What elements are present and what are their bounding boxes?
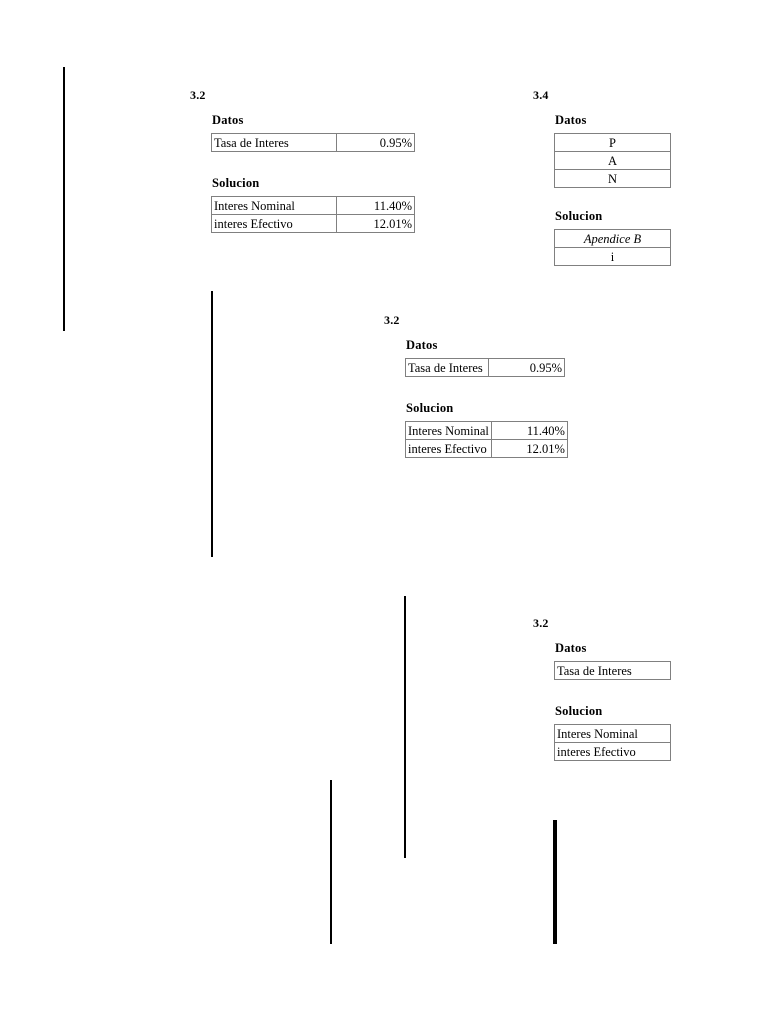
block-top-left: 3.2 Datos Tasa de Interes 0.95% Solucion… [190, 88, 415, 233]
cell-label[interactable]: interes Efectivo [554, 742, 671, 761]
datos-table[interactable]: Tasa de Interes 0.95% [211, 133, 415, 152]
block-bottom-right: 3.2 Datos Tasa de Interes Solucion Inter… [533, 616, 671, 761]
solucion-table[interactable]: Interes Nominal 11.40% interes Efectivo … [405, 421, 568, 458]
cell-label[interactable]: interes Efectivo [405, 439, 492, 458]
vertical-rule-2 [211, 291, 213, 557]
cell-label[interactable]: Interes Nominal [554, 724, 671, 743]
table-row[interactable]: Tasa de Interes [554, 661, 671, 680]
table-row[interactable]: Tasa de Interes 0.95% [211, 133, 415, 152]
cell-label[interactable]: Tasa de Interes [211, 133, 337, 152]
table-row[interactable]: A [554, 151, 671, 170]
table-row[interactable]: interes Efectivo 12.01% [405, 439, 568, 458]
table-row[interactable]: i [554, 247, 671, 266]
solucion-title: Solucion [555, 209, 603, 223]
table-row[interactable]: N [554, 169, 671, 188]
block-number: 3.4 [533, 88, 549, 102]
cell-label[interactable]: Tasa de Interes [405, 358, 489, 377]
cell-label[interactable]: Interes Nominal [211, 196, 337, 215]
datos-title: Datos [406, 338, 438, 352]
datos-table[interactable]: Tasa de Interes 0.95% [405, 358, 565, 377]
cell-label[interactable]: interes Efectivo [211, 214, 337, 233]
cell-value[interactable]: 11.40% [336, 196, 415, 215]
vertical-rule-1 [63, 67, 65, 331]
cell-label[interactable]: Tasa de Interes [554, 661, 671, 680]
solucion-table[interactable]: Interes Nominal 11.40% interes Efectivo … [211, 196, 415, 233]
vertical-rule-4 [330, 780, 332, 944]
table-row[interactable]: interes Efectivo 12.01% [211, 214, 415, 233]
datos-title: Datos [555, 113, 587, 127]
solucion-table[interactable]: Apendice B i [554, 229, 671, 266]
block-number: 3.2 [533, 616, 549, 630]
datos-table[interactable]: Tasa de Interes [554, 661, 671, 680]
cell-label[interactable]: i [554, 247, 671, 266]
block-middle: 3.2 Datos Tasa de Interes 0.95% Solucion… [384, 313, 568, 458]
cell-value[interactable]: 12.01% [336, 214, 415, 233]
cell-label[interactable]: A [554, 151, 671, 170]
table-row[interactable]: Interes Nominal [554, 724, 671, 743]
table-row[interactable]: interes Efectivo [554, 742, 671, 761]
datos-title: Datos [212, 113, 244, 127]
cell-value[interactable]: 0.95% [336, 133, 415, 152]
table-row[interactable]: Apendice B [554, 229, 671, 248]
table-row[interactable]: Interes Nominal 11.40% [405, 421, 568, 440]
block-number: 3.2 [190, 88, 206, 102]
solucion-title: Solucion [555, 704, 603, 718]
cell-value[interactable]: 12.01% [490, 439, 568, 458]
block-top-right: 3.4 Datos P A N Solucion Apendice B [533, 88, 671, 266]
solucion-title: Solucion [406, 401, 454, 415]
solucion-table[interactable]: Interes Nominal interes Efectivo [554, 724, 671, 761]
solucion-title: Solucion [212, 176, 260, 190]
cell-label[interactable]: Interes Nominal [405, 421, 492, 440]
table-row[interactable]: P [554, 133, 671, 152]
cell-label[interactable]: P [554, 133, 671, 152]
datos-table[interactable]: P A N [554, 133, 671, 188]
vertical-rule-3 [404, 596, 406, 858]
table-row[interactable]: Interes Nominal 11.40% [211, 196, 415, 215]
vertical-rule-5 [553, 820, 557, 944]
table-row[interactable]: Tasa de Interes 0.95% [405, 358, 565, 377]
cell-label[interactable]: N [554, 169, 671, 188]
cell-value[interactable]: 11.40% [490, 421, 568, 440]
block-number: 3.2 [384, 313, 400, 327]
cell-value[interactable]: 0.95% [488, 358, 565, 377]
datos-title: Datos [555, 641, 587, 655]
cell-label[interactable]: Apendice B [554, 229, 671, 248]
